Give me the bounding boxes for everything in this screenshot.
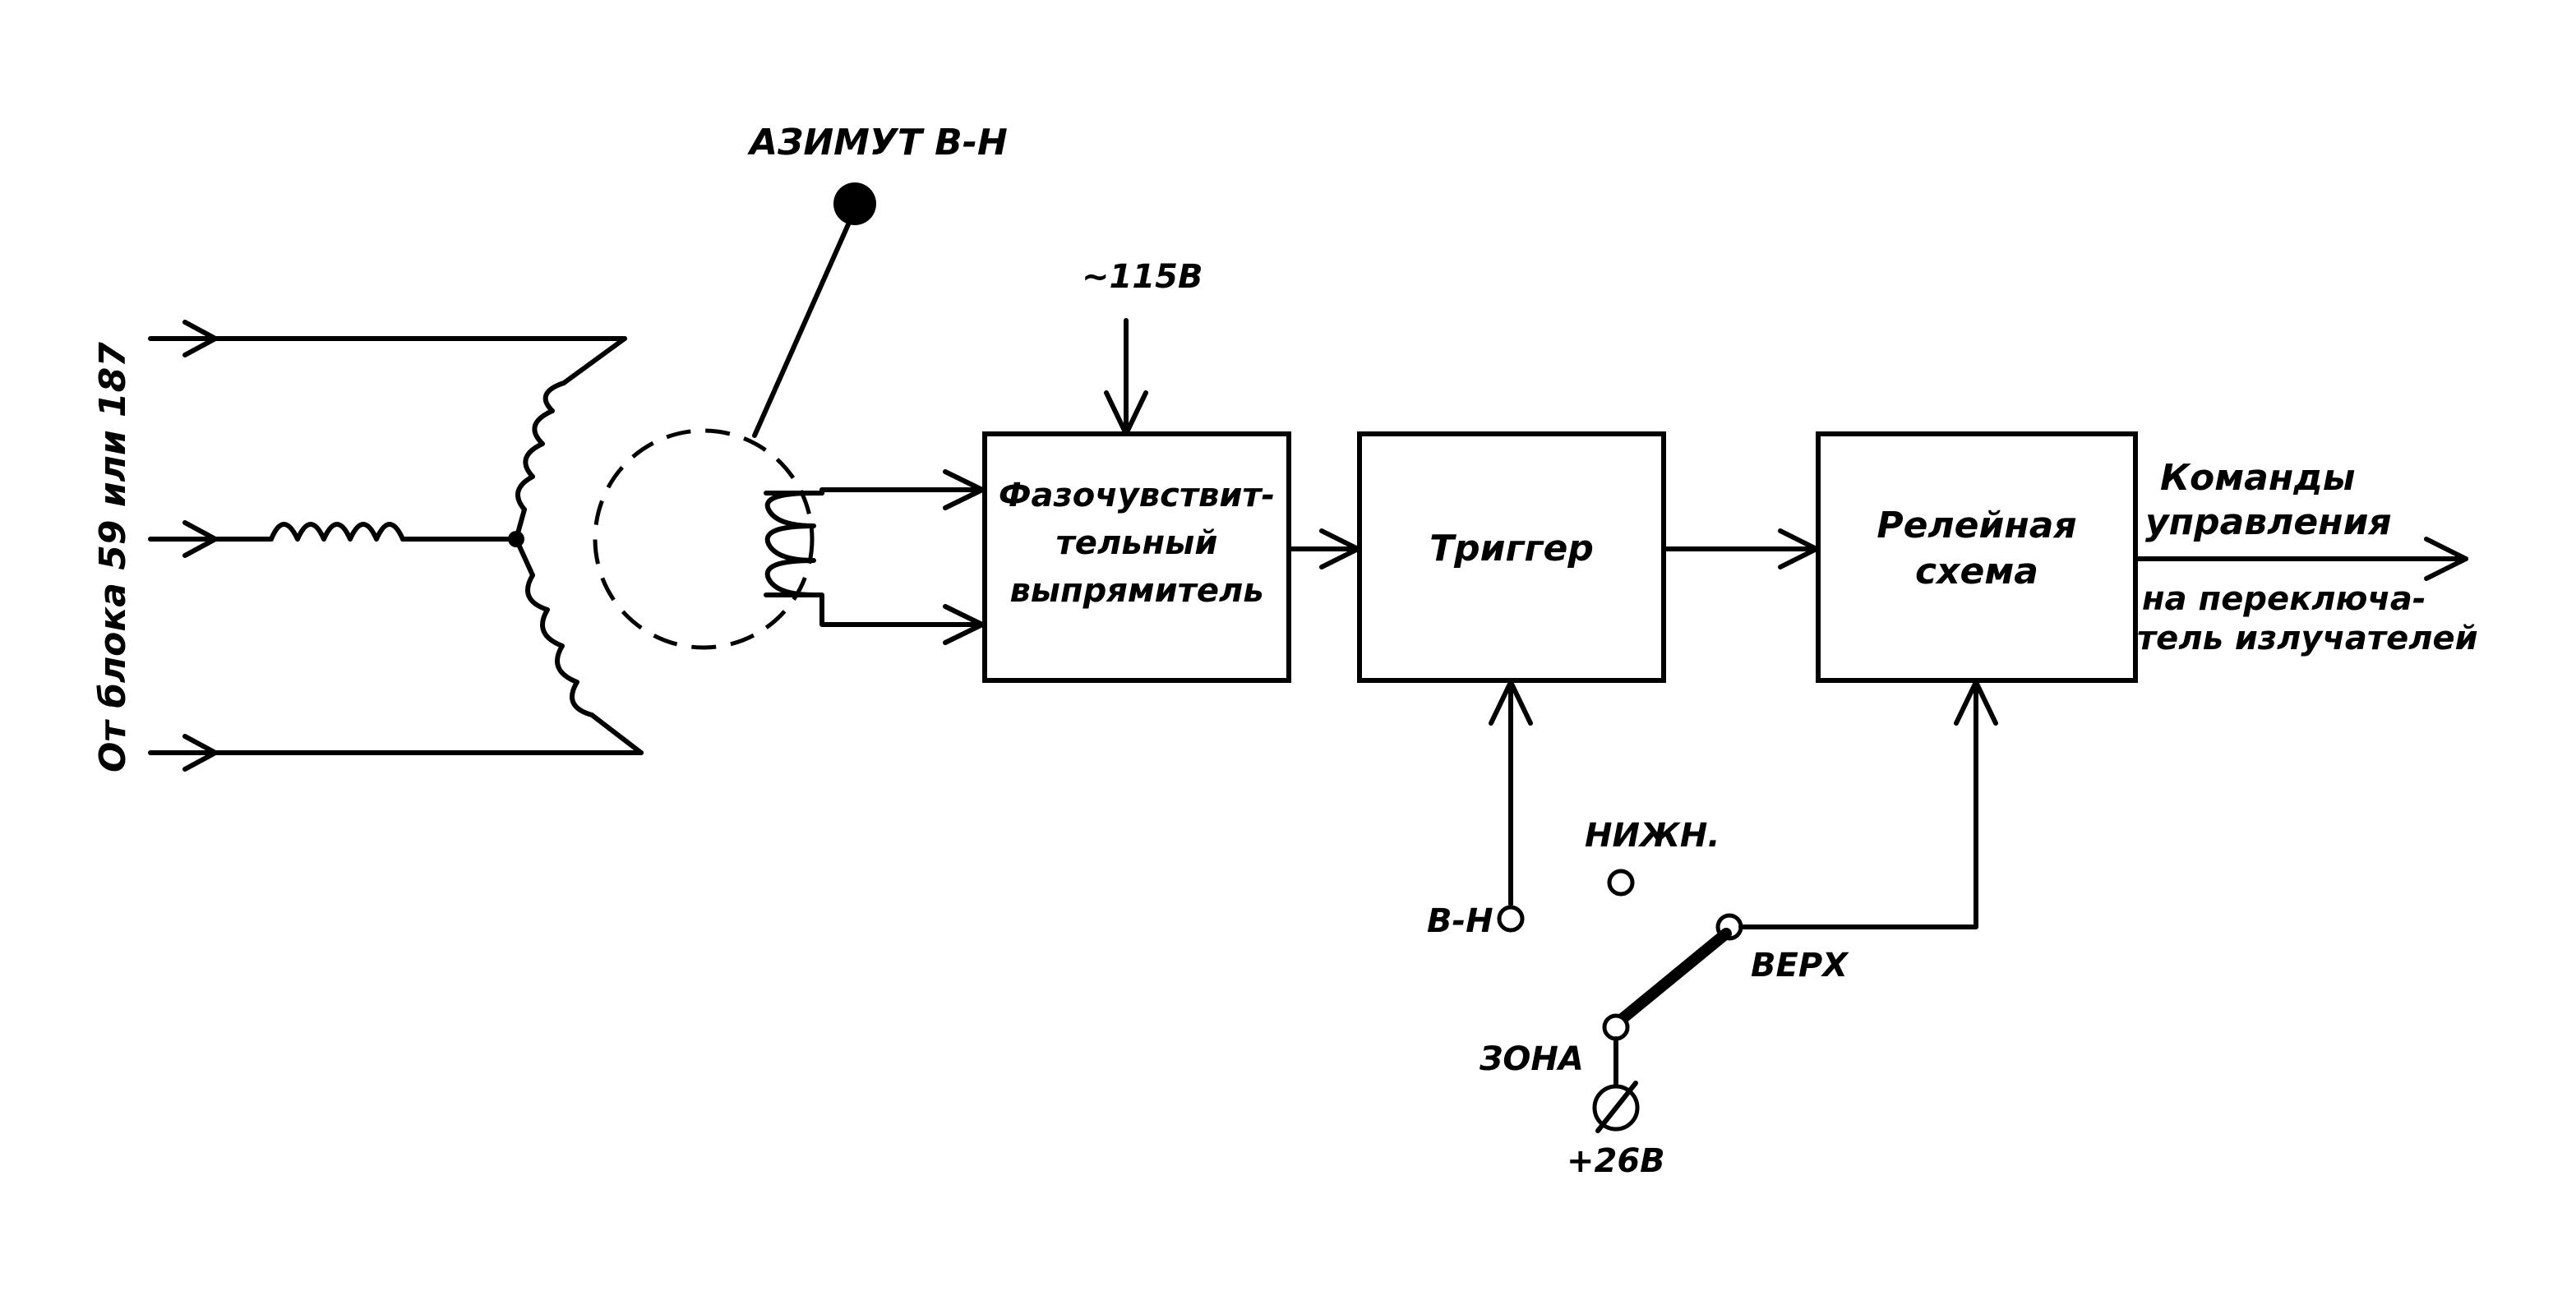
phase-rectifier-block [982,431,1291,683]
power-label: +26В [1567,1142,1665,1180]
input-arrow-top [182,320,218,357]
relay-label: Релейная схема [1877,505,2076,592]
output-top-line-1: Команды [2160,457,2356,499]
inductor-coil [269,522,405,542]
phase-rectifier-line-2: тельный [1056,524,1218,562]
trigger-label: Триггер [1429,528,1594,569]
lower-contact[interactable] [1607,869,1635,897]
output-bottom-line-2: тель излучателей [2137,620,2478,657]
supply-input [1104,318,1148,436]
phase-rectifier-line-3: выпрямитель [1009,572,1263,610]
zone-switch [1489,680,1998,1133]
output-label-bottom: на переключа- тель излучателей [2137,580,2478,657]
rotor-circle [593,428,815,650]
block-connectors [1286,528,2468,581]
azimuth-label: АЗИМУТ В-Н [747,122,1008,164]
bn-contact[interactable] [1497,905,1525,933]
output-label-top: Команды управления [2145,457,2392,543]
azimuth-knob-icon[interactable] [833,182,876,225]
bn-label: В-Н [1427,902,1493,940]
synchro-rotor [593,182,876,650]
output-bottom-line-1: на переключа- [2142,580,2426,618]
phase-rectifier-label: Фазочувствит- тельный выпрямитель [999,477,1275,610]
lower-label: НИЖН. [1585,817,1720,855]
relay-line-1: Релейная [1877,505,2076,546]
zone-pivot [1602,1013,1630,1041]
upper-label: ВЕРХ [1751,947,1849,984]
input-arrow-middle [182,520,218,558]
relay-line-2: схема [1915,551,2038,592]
supply-label: ~115В [1082,258,1203,296]
input-arrow-bottom [182,734,218,772]
zone-label: ЗОНА [1479,1040,1584,1078]
switch-lever[interactable] [1610,928,1732,1030]
rotor-coil [764,491,816,597]
phase-rectifier-line-1: Фазочувствит- [999,477,1275,514]
input-lines [148,320,644,772]
stator-windings [269,336,644,755]
output-arrow [2424,537,2468,581]
input-label: От блока 59 или 187 [92,342,134,772]
output-top-line-2: управления [2145,501,2392,543]
